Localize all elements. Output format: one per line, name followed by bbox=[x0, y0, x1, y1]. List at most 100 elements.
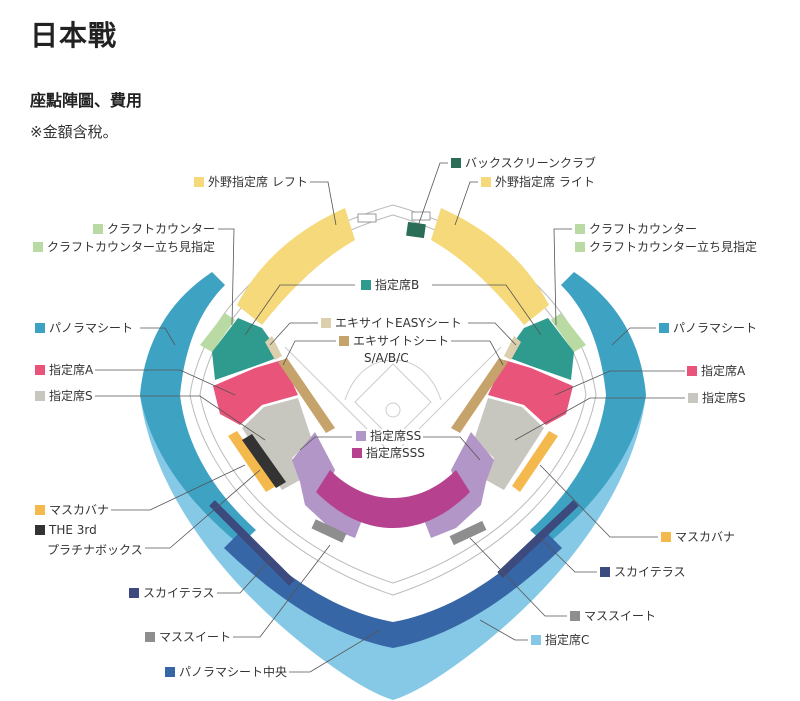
label-excite-classes: S/A/B/C bbox=[364, 351, 409, 365]
label-craft-left: クラフトカウンター bbox=[91, 222, 218, 237]
seat-reserved-a-right[interactable] bbox=[488, 360, 573, 425]
label-text: 指定席A bbox=[701, 364, 746, 378]
seat-mass-suite-right[interactable] bbox=[449, 520, 487, 546]
swatch-panorama-center bbox=[165, 667, 175, 677]
tax-note: ※金額含稅。 bbox=[30, 123, 118, 141]
swatch-reserved-sss bbox=[352, 448, 362, 458]
label-reserved-ss: 指定席SS bbox=[354, 429, 424, 444]
label-reserved-b: 指定席B bbox=[359, 278, 422, 293]
seat-sky-terrace-right[interactable] bbox=[497, 500, 579, 578]
label-text: バックスクリーンクラブ bbox=[465, 156, 597, 170]
label-sky-terrace-right: スカイテラス bbox=[598, 565, 688, 580]
seat-reserved-b-left[interactable] bbox=[212, 318, 282, 380]
seat-excite-left[interactable] bbox=[278, 358, 335, 433]
swatch-panorama bbox=[659, 323, 669, 333]
swatch-excite bbox=[339, 336, 349, 346]
seat-reserved-a-left[interactable] bbox=[213, 360, 298, 425]
swatch-craft bbox=[93, 224, 103, 234]
label-reserved-s-right: 指定席S bbox=[686, 391, 748, 406]
seat-mass-suite-left[interactable] bbox=[311, 519, 347, 543]
seat-the3rd-platinum-box[interactable] bbox=[242, 434, 286, 488]
swatch-craft bbox=[575, 224, 585, 234]
seat-masukapana-left[interactable] bbox=[228, 431, 276, 492]
label-text: 指定席A bbox=[49, 363, 94, 377]
seat-masukapana-right[interactable] bbox=[512, 431, 558, 492]
swatch-reserved-ss bbox=[356, 431, 366, 441]
swatch-excite-easy bbox=[321, 318, 331, 328]
seat-reserved-s-right[interactable] bbox=[474, 398, 544, 490]
seat-craft-right[interactable] bbox=[551, 313, 586, 352]
swatch-panorama bbox=[35, 323, 45, 333]
swatch-outfield bbox=[194, 177, 204, 187]
label-reserved-c: 指定席C bbox=[529, 633, 592, 648]
label-text: クラフトカウンター bbox=[589, 222, 698, 236]
label-craft-standing-right: クラフトカウンター立ち見指定 bbox=[573, 240, 760, 255]
seat-excite-right[interactable] bbox=[451, 358, 508, 433]
seat-outfield-left[interactable] bbox=[237, 208, 355, 325]
label-text: クラフトカウンター bbox=[107, 222, 216, 236]
label-craft-right: クラフトカウンター bbox=[573, 222, 700, 237]
seat-panorama-left[interactable] bbox=[140, 272, 256, 545]
swatch-reserved-b bbox=[361, 280, 371, 290]
swatch-sky-terrace bbox=[129, 588, 139, 598]
label-text: 指定席S bbox=[702, 391, 746, 405]
swatch-masukapana bbox=[661, 532, 671, 542]
label-reserved-a-right: 指定席A bbox=[685, 364, 748, 379]
label-text: パノラマシート中央 bbox=[179, 665, 288, 679]
label-text: 外野指定席 レフト bbox=[208, 175, 308, 189]
label-craft-standing-left: クラフトカウンター立ち見指定 bbox=[31, 240, 218, 255]
swatch-mass-suite bbox=[145, 632, 155, 642]
swatch-reserved-c bbox=[531, 635, 541, 645]
label-excite-easy: エキサイトEASYシート bbox=[319, 316, 464, 331]
label-text: 指定席SSS bbox=[366, 446, 425, 460]
label-text: クラフトカウンター立ち見指定 bbox=[589, 240, 758, 254]
swatch-outfield bbox=[481, 177, 491, 187]
label-text: THE 3rd bbox=[49, 523, 97, 537]
swatch-craft bbox=[33, 242, 43, 252]
label-text: マススイート bbox=[584, 609, 657, 623]
label-outfield-right: 外野指定席 ライト bbox=[479, 175, 597, 190]
section-heading: 座點陣圖、費用 bbox=[30, 91, 143, 110]
label-panorama-center: パノラマシート中央 bbox=[163, 665, 290, 680]
seat-craft-left[interactable] bbox=[200, 313, 235, 352]
seat-reserved-s-left[interactable] bbox=[242, 398, 312, 490]
label-text: 指定席S bbox=[49, 389, 93, 403]
scoreboard bbox=[357, 213, 377, 223]
infield-diamond bbox=[344, 359, 442, 441]
label-text: パノラマシート bbox=[673, 321, 758, 335]
label-reserved-a-left: 指定席A bbox=[33, 363, 96, 378]
swatch-reserved-a bbox=[35, 365, 45, 375]
label-masukapana-right: マスカバナ bbox=[659, 530, 738, 545]
label-text: 指定席C bbox=[545, 633, 590, 647]
label-text: エキサイトシート bbox=[353, 334, 450, 348]
label-text: マススイート bbox=[159, 630, 232, 644]
seat-excite-easy-right[interactable] bbox=[504, 336, 521, 360]
label-mass-suite-right: マススイート bbox=[568, 609, 659, 624]
swatch-reserved-s bbox=[35, 391, 45, 401]
label-text: スカイテラス bbox=[143, 586, 215, 600]
label-text: 指定席SS bbox=[370, 429, 422, 443]
seat-sky-terrace-left[interactable] bbox=[209, 500, 295, 586]
label-text: 指定席B bbox=[375, 278, 420, 292]
swatch-reserved-a bbox=[687, 366, 697, 376]
seat-excite-easy-left[interactable] bbox=[265, 336, 282, 360]
label-backscreen-club: バックスクリーンクラブ bbox=[449, 156, 599, 171]
swatch-reserved-s bbox=[688, 393, 698, 403]
swatch-backscreen bbox=[451, 158, 461, 168]
seat-backscreen-club[interactable] bbox=[406, 221, 426, 239]
swatch-mass-suite bbox=[570, 611, 580, 621]
leader-lines bbox=[93, 162, 685, 673]
label-masukapana-left: マスカバナ bbox=[33, 503, 112, 518]
seat-reserved-b-right[interactable] bbox=[504, 318, 574, 380]
label-excite: エキサイトシート bbox=[337, 334, 452, 349]
pitchers-mound bbox=[385, 402, 401, 418]
label-the3rd: THE 3rd bbox=[33, 523, 99, 538]
seat-outfield-right[interactable] bbox=[431, 208, 549, 325]
label-text: マスカバナ bbox=[49, 503, 110, 517]
label-panorama-left: パノラマシート bbox=[33, 321, 136, 336]
seat-reserved-sss[interactable] bbox=[316, 470, 470, 528]
label-outfield-left: 外野指定席 レフト bbox=[192, 175, 310, 190]
seat-panorama-center[interactable] bbox=[224, 532, 562, 648]
label-sky-terrace-left: スカイテラス bbox=[127, 586, 217, 601]
